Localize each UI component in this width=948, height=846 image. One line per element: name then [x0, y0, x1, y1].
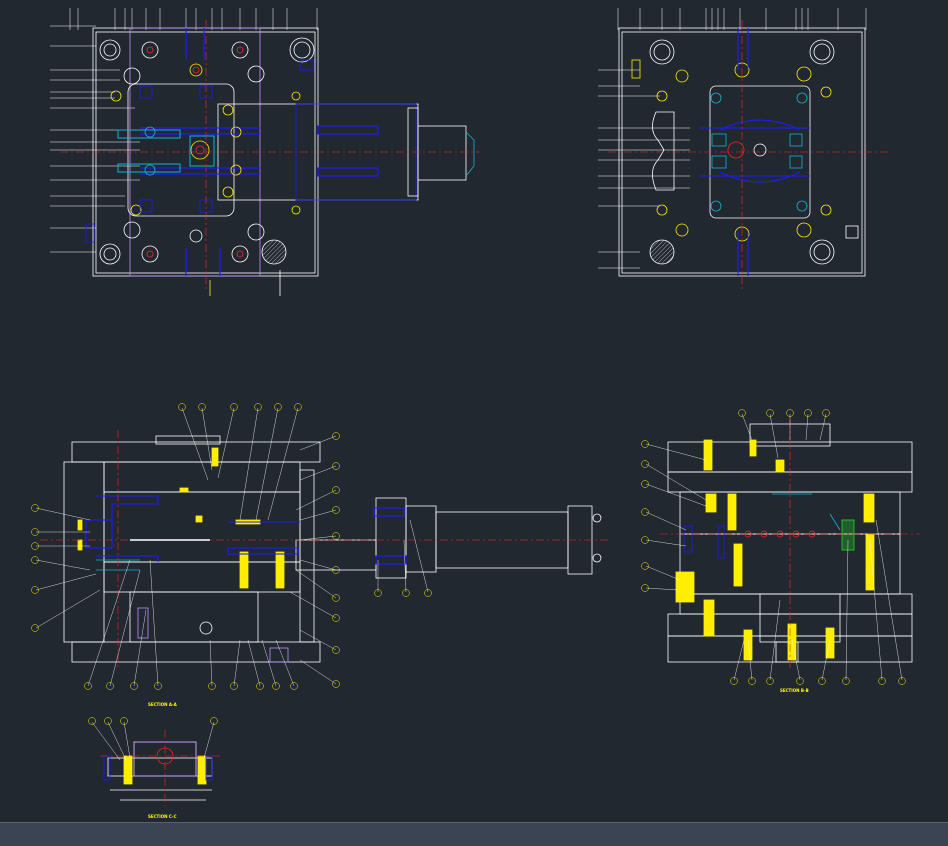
center-lines: [60, 20, 480, 290]
section-c-c-caption: SECTION C-C: [148, 814, 177, 819]
mold-base-outline: [95, 31, 316, 274]
cyan-b: [772, 493, 841, 531]
yellow-screws-b: [675, 439, 875, 661]
b-plate: [103, 561, 301, 593]
cap-nut-top: [592, 513, 602, 523]
support-pillar: [137, 607, 149, 639]
fixed-cores: [711, 133, 803, 169]
bottom-clamp-plate: [71, 641, 321, 663]
runner-channels: [140, 28, 379, 276]
c-screw-right: [197, 755, 207, 785]
section-a-center: [40, 430, 610, 670]
right-support: [299, 469, 315, 643]
top-clamp-plate: [71, 441, 321, 463]
b-ejector-housing: [759, 593, 841, 643]
c-leaders: [91, 721, 215, 761]
c-guide-right: [205, 755, 213, 781]
blue-slide-parts: [85, 495, 407, 565]
fixed-bolt-holes: [649, 39, 835, 265]
b-b-plate: [679, 593, 913, 615]
section-a-a-view[interactable]: [31, 403, 611, 690]
locating-ring: [155, 435, 221, 445]
status-bar: [0, 822, 948, 846]
corner-pin: [845, 225, 859, 239]
balloons-a: [31, 403, 432, 690]
bolt-holes: [99, 37, 315, 265]
cylinder-head: [405, 505, 437, 573]
section-c-c-view[interactable]: [88, 717, 223, 807]
left-leader-lines-2: [598, 69, 690, 269]
fixed-center-lines: [608, 20, 890, 290]
b-leaders: [645, 413, 903, 681]
top-dimension-ticks-2: [617, 8, 867, 30]
locating-pin: [631, 59, 641, 79]
cavity-insert-block: [127, 83, 235, 217]
cad-drawing-canvas[interactable]: SECTION A-A: [0, 0, 948, 822]
section-b-b-caption: SECTION B-B: [780, 688, 809, 693]
callout-leaders-a: [35, 407, 429, 687]
b-sprue-bush: [775, 641, 799, 663]
ejector-pin-head: [199, 621, 213, 635]
cap-nut-bottom: [592, 553, 602, 563]
cylinder-rod-end: [465, 131, 475, 177]
slot-cutout: [652, 111, 675, 191]
plan-view-moving-half[interactable]: [50, 8, 480, 296]
cylinder-mount: [375, 497, 407, 579]
ejector-space: [129, 591, 259, 643]
c-center-lines: [100, 730, 222, 806]
section-a-a-caption: SECTION A-A: [148, 702, 178, 707]
section-b-b-view[interactable]: [641, 409, 921, 685]
balloons-b: [641, 409, 906, 685]
b-center-lines: [660, 420, 920, 670]
fixed-runners: [700, 28, 810, 276]
left-leader-lines: [50, 25, 140, 253]
c-guide-left: [103, 755, 111, 781]
return-pin-block: [269, 647, 289, 663]
slide-guide-rail: [295, 539, 377, 571]
guide-pins-blue: [85, 59, 315, 243]
hydraulic-cylinder: [417, 125, 467, 181]
balloons-c: [88, 717, 218, 725]
cavity-plate: [103, 491, 301, 563]
top-dimension-ticks: [69, 8, 318, 30]
cores-cyan: [117, 129, 215, 173]
plan-view-fixed-half[interactable]: [598, 8, 890, 290]
blue-parts-b: [683, 525, 725, 559]
yellow-screws-a: [77, 447, 285, 589]
c-screw-left: [123, 755, 133, 785]
a-plate: [103, 461, 301, 493]
left-spacer: [63, 461, 105, 643]
